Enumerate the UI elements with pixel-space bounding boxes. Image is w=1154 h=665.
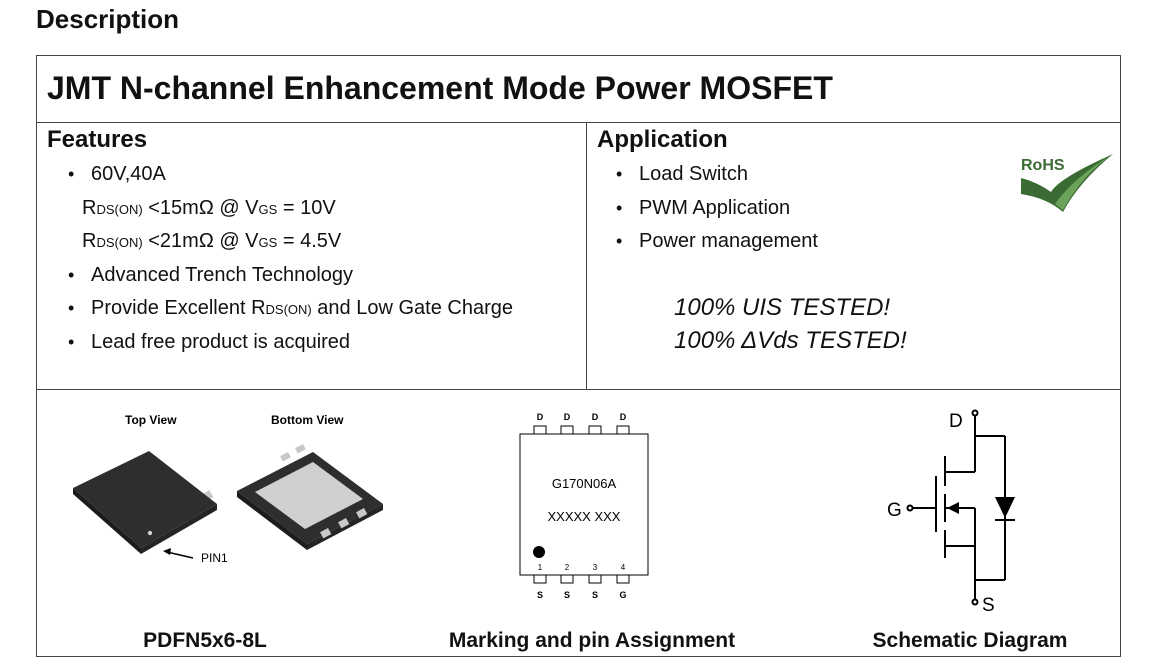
pin-number: 1 — [538, 563, 543, 572]
pin-name: D — [537, 412, 544, 422]
list-item: RDS(ON) <15mΩ @ VGS = 10V — [82, 196, 336, 219]
schematic-diagram: D G S — [887, 409, 1015, 616]
gate-label: G — [887, 500, 902, 521]
pin-name: D — [564, 412, 571, 422]
bottom-view-chip — [237, 444, 383, 550]
pin-pad — [560, 574, 574, 584]
pin-name: G — [619, 590, 626, 600]
pin-bottom: 4G — [616, 563, 630, 600]
product-title: JMT N-channel Enhancement Mode Power MOS… — [47, 70, 833, 106]
divider — [37, 122, 1120, 123]
pin-pad — [616, 574, 630, 584]
arrow-icon — [947, 502, 959, 514]
dvds-tested-note: 100% ΔVds TESTED! — [674, 327, 907, 354]
list-item: RDS(ON) <21mΩ @ VGS = 4.5V — [82, 230, 342, 252]
pin-name: D — [592, 412, 599, 422]
bullet-icon: • — [68, 331, 75, 352]
pin-pad — [588, 425, 602, 435]
bullet-icon: • — [616, 231, 623, 251]
pin-pad — [616, 425, 630, 435]
bullet-icon: • — [616, 197, 623, 218]
pin-name: D — [620, 412, 627, 422]
pin-number: 2 — [565, 563, 570, 572]
marking-caption: Marking and pin Assignment — [448, 629, 736, 652]
list-item: •Load Switch — [613, 158, 818, 192]
pin-name: S — [592, 590, 598, 600]
pin-pad — [533, 425, 547, 435]
divider — [586, 122, 587, 389]
source-label: S — [982, 595, 995, 616]
bullet-icon: • — [616, 164, 623, 184]
features-header: Features — [47, 126, 148, 153]
top-view-label: Top View — [125, 413, 177, 427]
pin1-label: PIN1 — [201, 551, 228, 565]
features-list: •60V,40A RDS(ON) <15mΩ @ VGS = 10V RDS(O… — [65, 158, 513, 359]
package-views: Top View Bottom View PIN1 — [73, 413, 383, 565]
pin-number: 3 — [593, 563, 598, 572]
pin1-dot-icon — [533, 546, 545, 558]
bullet-icon: • — [68, 264, 75, 285]
list-item: •Lead free product is acquired — [65, 326, 513, 360]
uis-tested-note: 100% UIS TESTED! — [674, 294, 891, 321]
description-box: JMT N-channel Enhancement Mode Power MOS… — [36, 55, 1121, 657]
svg-text:RoHS: RoHS — [1021, 157, 1065, 174]
application-header: Application — [597, 126, 728, 153]
pin-bottom: 3S — [588, 563, 602, 600]
marking-line1: G170N06A — [552, 476, 617, 491]
rohs-logo-icon: RoHS — [1021, 154, 1113, 212]
body-diode-icon — [995, 497, 1015, 518]
pin-pad — [560, 425, 574, 435]
package-caption: PDFN5x6-8L — [143, 629, 267, 652]
bullet-icon: • — [68, 298, 75, 318]
schematic-caption: Schematic Diagram — [872, 629, 1068, 652]
divider — [37, 389, 1120, 390]
pin-bottom: 2S — [560, 563, 574, 600]
pin-name: S — [564, 590, 570, 600]
top-view-chip: PIN1 — [73, 451, 228, 565]
bullet-icon: • — [68, 164, 75, 184]
list-item: •Advanced Trench Technology — [65, 259, 513, 293]
pin-number: 4 — [621, 563, 626, 572]
marking-line2: XXXXX XXX — [548, 509, 621, 524]
list-item: •Provide Excellent RDS(ON) and Low Gate … — [65, 292, 513, 326]
pin-bottom: 1S — [533, 563, 547, 600]
list-item: •Power management — [613, 225, 818, 259]
list-item: •PWM Application — [613, 192, 818, 226]
bottom-view-label: Bottom View — [271, 413, 344, 427]
list-item: •60V,40A — [65, 158, 513, 192]
pin-name: S — [537, 590, 543, 600]
application-list: •Load Switch •PWM Application •Power man… — [613, 158, 818, 259]
pin-pad — [588, 574, 602, 584]
pin-pad — [533, 574, 547, 584]
description-heading: Description — [36, 4, 180, 34]
drain-label: D — [949, 411, 963, 432]
